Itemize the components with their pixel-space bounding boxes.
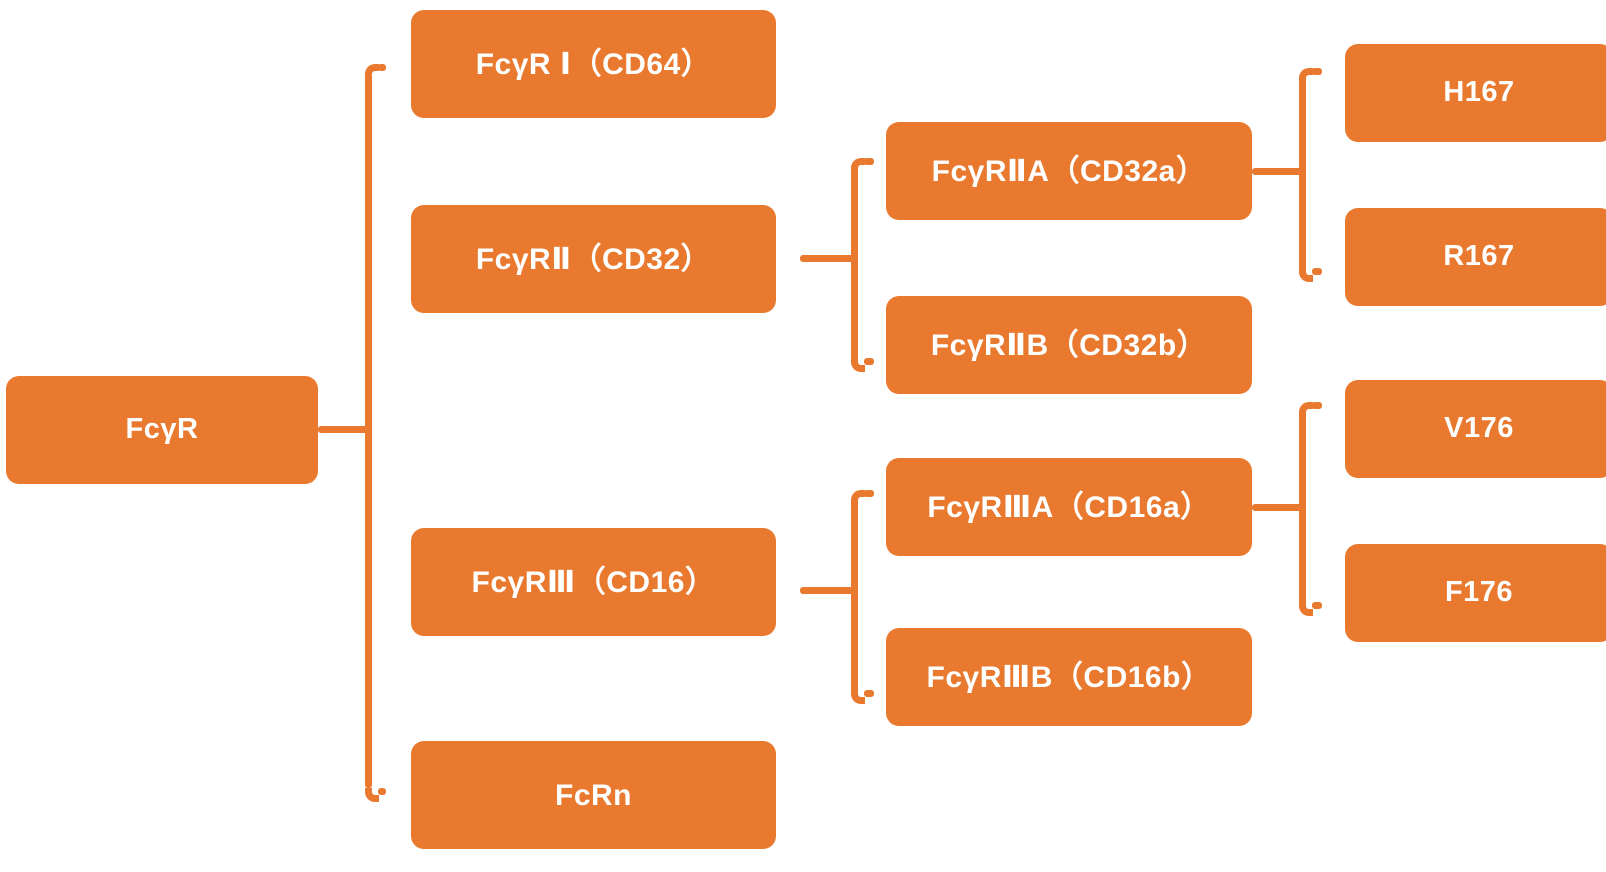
node-fcgr3a-cd16a[interactable]: FcγRⅢA（CD16a）: [886, 458, 1252, 556]
connector-cd32a-top-stub: [1312, 68, 1322, 75]
node-label: FcγR: [125, 413, 199, 446]
node-label: F176: [1444, 576, 1514, 609]
connector-cd16a-top-elbow: [1299, 402, 1313, 416]
connector-cd32a-bottom-stub: [1312, 268, 1322, 275]
connector-fcgr3-spine: [851, 497, 858, 697]
connector-fcgr2-spine: [851, 165, 858, 365]
node-fcgr3b-cd16b[interactable]: FcγRⅢB（CD16b）: [886, 628, 1252, 726]
node-label: FcγRⅢB（CD16b）: [926, 660, 1212, 694]
connector-root-bottom-elbow: [365, 788, 379, 802]
connector-root-top-stub: [378, 64, 386, 71]
node-h167[interactable]: H167: [1345, 44, 1606, 142]
connector-fcgr2-middle-stub: [800, 255, 856, 262]
connector-cd32a-top-elbow: [1299, 68, 1313, 82]
node-fcgr-root[interactable]: FcγR: [6, 376, 318, 484]
node-label: FcγR Ⅰ（CD64）: [475, 47, 712, 81]
connector-fcgr2-bottom-stub: [864, 358, 874, 365]
connector-fcgr2-top-stub: [864, 158, 874, 165]
connector-root-top-elbow: [365, 64, 379, 78]
connector-cd16a-bottom-stub: [1312, 602, 1322, 609]
connector-fcgr2-top-elbow: [851, 158, 865, 172]
node-fcgr2b-cd32b[interactable]: FcγRⅡB（CD32b）: [886, 296, 1252, 394]
connector-fcgr2-bottom-elbow: [851, 358, 865, 372]
node-fcgr2-cd32[interactable]: FcγRⅡ（CD32）: [411, 205, 776, 313]
connector-cd16a-top-stub: [1312, 402, 1322, 409]
node-label: FcγRⅢ（CD16）: [471, 565, 716, 599]
node-label: FcγRⅡ（CD32）: [475, 242, 712, 276]
node-fcgr3-cd16[interactable]: FcγRⅢ（CD16）: [411, 528, 776, 636]
node-fcrn[interactable]: FcRn: [411, 741, 776, 849]
connector-cd32a-spine: [1299, 75, 1306, 275]
node-label: R167: [1443, 240, 1515, 273]
connector-fcgr3-top-stub: [864, 490, 874, 497]
node-fcgr2a-cd32a[interactable]: FcγRⅡA（CD32a）: [886, 122, 1252, 220]
connector-fcgr3-bottom-elbow: [851, 690, 865, 704]
connector-root-bottom-stub: [378, 788, 386, 795]
node-label: FcγRⅢA（CD16a）: [927, 490, 1211, 524]
node-label: FcRn: [555, 778, 632, 812]
node-label: FcγRⅡA（CD32a）: [931, 154, 1207, 188]
node-r167[interactable]: R167: [1345, 208, 1606, 306]
connector-fcgr3-top-elbow: [851, 490, 865, 504]
connector-cd16a-bottom-elbow: [1299, 602, 1313, 616]
node-f176[interactable]: F176: [1345, 544, 1606, 642]
connector-cd32a-bottom-elbow: [1299, 268, 1313, 282]
node-label: V176: [1444, 412, 1514, 445]
node-v176[interactable]: V176: [1345, 380, 1606, 478]
node-label: H167: [1443, 76, 1515, 109]
connector-cd32a-middle-stub: [1252, 168, 1306, 175]
connector-root-middle-stub: [318, 426, 370, 433]
connector-fcgr3-bottom-stub: [864, 690, 874, 697]
connector-cd16a-middle-stub: [1252, 504, 1306, 511]
node-label: FcγRⅡB（CD32b）: [930, 328, 1208, 362]
connector-fcgr3-middle-stub: [800, 587, 856, 594]
node-fcgr1-cd64[interactable]: FcγR Ⅰ（CD64）: [411, 10, 776, 118]
